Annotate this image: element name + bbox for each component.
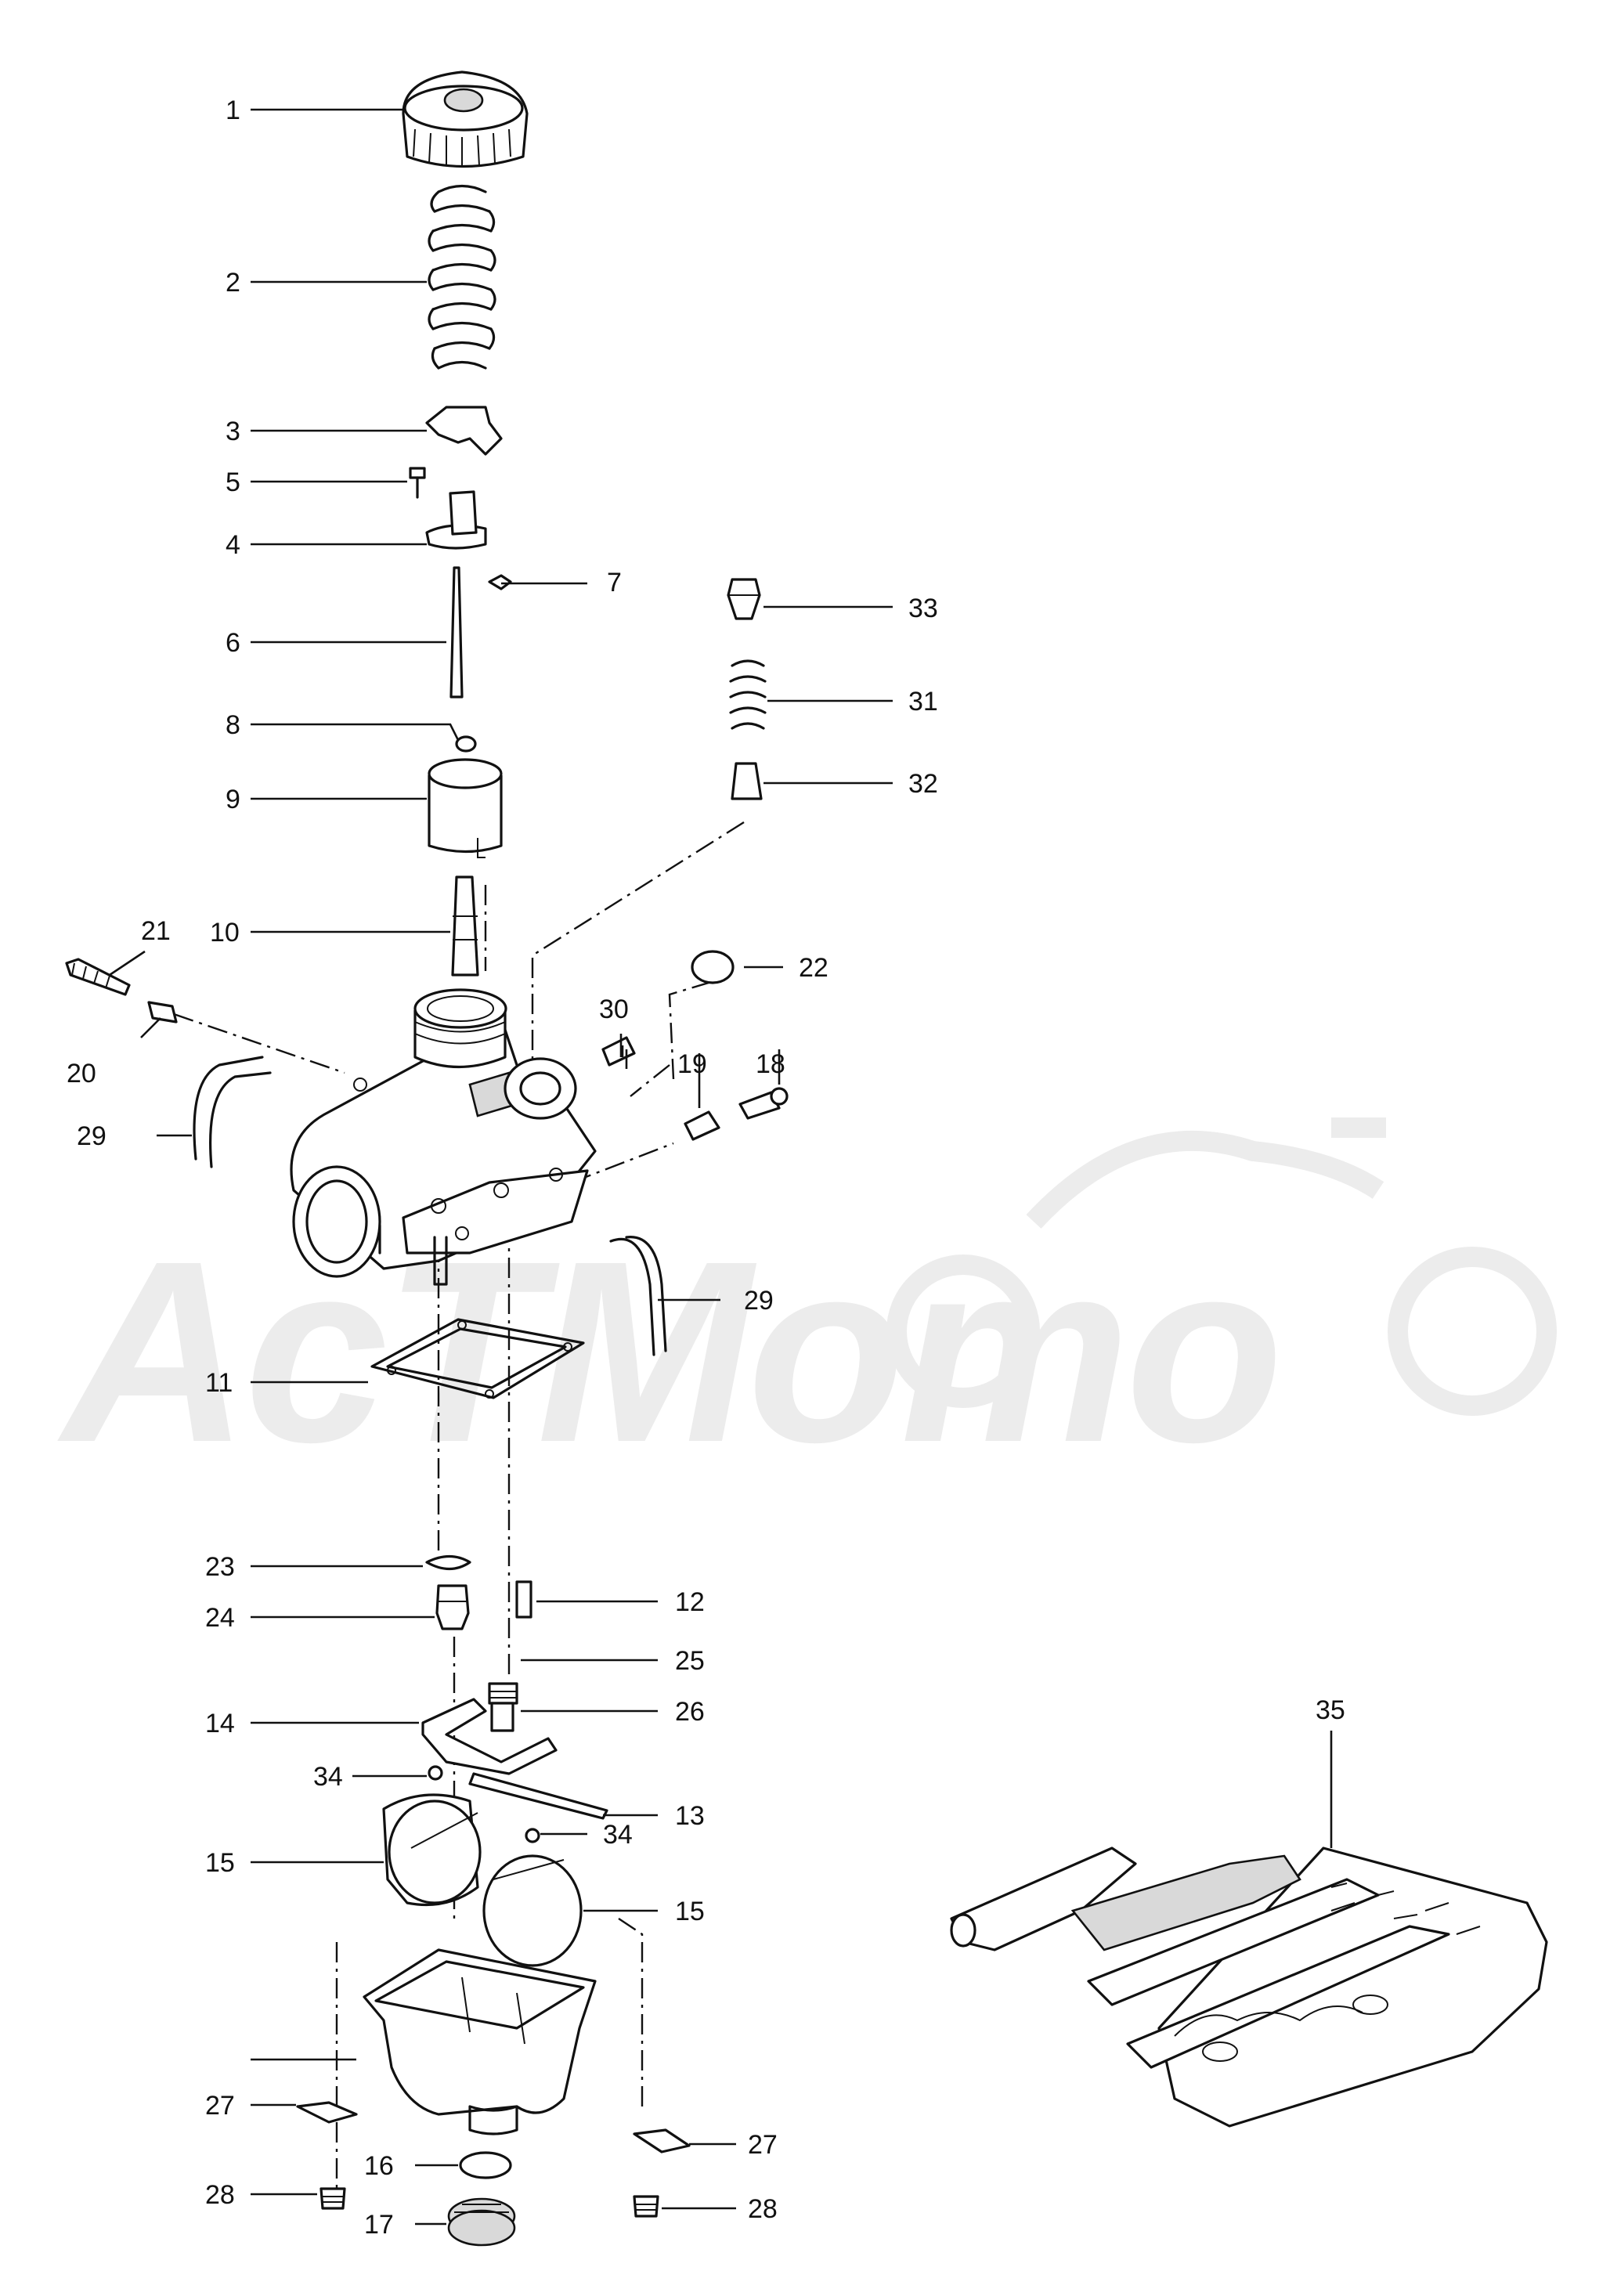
label-18: 18 — [756, 1049, 785, 1079]
part-26-main-jet — [490, 1702, 514, 1732]
label-2: 2 — [226, 268, 240, 298]
part-29-hose-right — [609, 1236, 667, 1356]
label-30: 30 — [599, 995, 629, 1024]
label-21: 21 — [141, 916, 171, 946]
part-34-pin-a — [428, 1765, 443, 1781]
label-16: 16 — [364, 2151, 394, 2181]
part-9-throttle-slide — [428, 758, 503, 858]
part-21-idle-screw — [65, 958, 131, 996]
part-23-washer — [425, 1554, 471, 1571]
label-20: 20 — [67, 1059, 96, 1088]
watermark: AcTMomo — [55, 1117, 1557, 1496]
part-6-needle — [449, 566, 464, 699]
part-17-drain-plug — [447, 2197, 516, 2247]
part-3-clip — [425, 406, 503, 456]
alignment-lines — [173, 821, 745, 2193]
float-bowl — [363, 1948, 597, 2135]
part-28-screw-left — [319, 2187, 346, 2210]
label-29-right: 29 — [744, 1286, 774, 1316]
label-34-left: 34 — [313, 1762, 343, 1792]
watermark-motorcycle-icon — [886, 1117, 1557, 1416]
part-30-fitting — [601, 1036, 636, 1067]
part-13-float-pin — [468, 1772, 608, 1820]
label-28-left: 28 — [205, 2180, 235, 2210]
label-14: 14 — [205, 1709, 235, 1738]
part-15-float-left — [382, 1793, 482, 1906]
label-6: 6 — [226, 628, 240, 658]
label-32: 32 — [908, 769, 938, 799]
part-12-pilot-jet — [515, 1580, 532, 1619]
watermark-text: AcTMomo — [55, 1207, 1280, 1496]
part-31-choke-spring — [729, 659, 767, 730]
part-10-jet-needle — [451, 875, 479, 977]
callout-labels: 1 2 3 5 4 7 6 8 9 10 33 31 32 21 22 30 1… — [67, 96, 1345, 2240]
label-15-left: 15 — [205, 1848, 235, 1878]
part-35-tool-kit — [950, 1847, 1548, 2128]
part-1-cap — [402, 70, 529, 168]
label-25: 25 — [675, 1646, 705, 1676]
label-7: 7 — [607, 568, 622, 597]
part-29-hose-left — [193, 1056, 272, 1168]
part-19-air-screw-spring — [684, 1110, 720, 1141]
label-9: 9 — [226, 785, 240, 814]
label-34-right: 34 — [603, 1820, 633, 1850]
part-24-needle-jet — [435, 1584, 470, 1630]
part-32-choke-plunger — [731, 762, 763, 800]
label-3: 3 — [226, 417, 240, 446]
label-26: 26 — [675, 1697, 705, 1727]
part-7-nut — [488, 574, 512, 590]
part-14-float-arm — [421, 1698, 558, 1775]
label-19: 19 — [677, 1049, 707, 1079]
part-18-air-screw — [738, 1087, 789, 1120]
part-20-idle-spring — [147, 1001, 178, 1023]
part-5-screw — [409, 467, 426, 499]
part-27-clamp-right — [633, 2128, 691, 2153]
label-24: 24 — [205, 1603, 235, 1633]
label-35: 35 — [1316, 1695, 1345, 1725]
part-25-main-jet-holder — [488, 1682, 518, 1705]
label-11: 11 — [205, 1368, 233, 1398]
part-15-float-right — [482, 1854, 583, 1967]
part-4-holder — [425, 490, 487, 550]
label-12: 12 — [675, 1587, 705, 1617]
part-22-cap — [691, 950, 735, 984]
part-34-pin-b — [525, 1828, 540, 1843]
part-28-screw-right — [633, 2195, 659, 2218]
part-33-choke-nut — [727, 578, 761, 620]
label-8: 8 — [226, 710, 240, 740]
label-5: 5 — [226, 468, 240, 497]
label-4: 4 — [226, 530, 240, 560]
label-27-left: 27 — [205, 2091, 235, 2121]
label-31: 31 — [908, 687, 938, 717]
label-27-right: 27 — [748, 2130, 778, 2160]
label-33: 33 — [908, 594, 938, 623]
label-28-right: 28 — [748, 2194, 778, 2224]
label-22: 22 — [799, 953, 828, 983]
part-2-spring — [428, 184, 496, 370]
leader-lines — [109, 108, 1333, 2226]
part-11-gasket — [370, 1318, 585, 1399]
label-15-right: 15 — [675, 1897, 705, 1926]
label-29-left: 29 — [77, 1121, 106, 1151]
label-10: 10 — [210, 918, 240, 948]
label-23: 23 — [205, 1552, 235, 1582]
part-8-needle-clip — [455, 735, 477, 753]
label-17: 17 — [364, 2210, 394, 2240]
carburetor-body — [290, 988, 597, 1286]
label-13: 13 — [675, 1801, 705, 1831]
part-27-clamp-left — [296, 2101, 358, 2124]
label-1: 1 — [226, 96, 240, 125]
part-16-o-ring — [459, 2151, 512, 2179]
